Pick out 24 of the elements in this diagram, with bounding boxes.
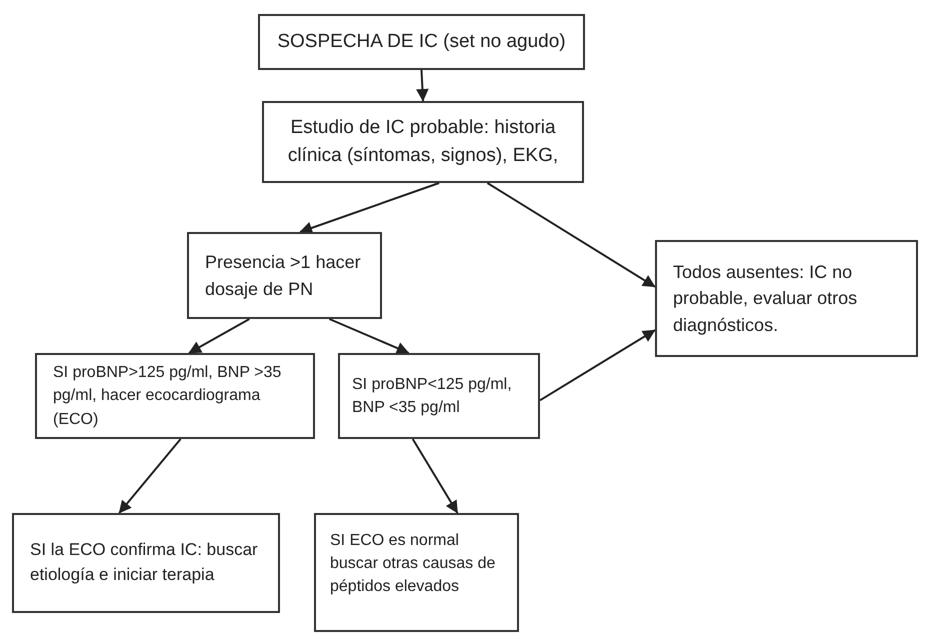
arrow — [118, 438, 182, 514]
process-box — [262, 101, 584, 183]
process-box — [655, 240, 918, 357]
box-text: Estudio de IC probable: historia clínica (síntomas, signos), EKG, — [286, 116, 560, 168]
arrow — [486, 182, 656, 288]
box-text: SI proBNP>125 pg/ml, BNP >35 pg/ml, hacer ecocardiograma (ECO) — [53, 363, 282, 430]
process-box — [35, 353, 315, 439]
arrow — [412, 438, 458, 514]
box-text: Presencia >1 hacer dosaje de PN — [205, 251, 362, 301]
box-text: SI proBNP<125 pg/ml, BNP <35 pg/ml — [352, 374, 513, 418]
box-text: Todos ausentes: IC no probable, evaluar otros diagnósticos. — [673, 261, 858, 337]
box-text: SOSPECHA DE IC (set no agudo) — [277, 30, 566, 54]
process-box — [187, 232, 382, 319]
arrow — [300, 182, 440, 234]
process-box — [314, 513, 519, 632]
arrow — [539, 329, 656, 402]
box-text: SI la ECO confirma IC: buscar etiología e iniciar terapia — [30, 539, 259, 586]
arrow — [416, 70, 429, 102]
process-box — [12, 513, 280, 613]
arrow — [328, 318, 410, 354]
process-box — [258, 14, 585, 70]
process-box — [338, 353, 540, 439]
box-text: SI ECO es normal buscar otras causas de péptidos elevados — [330, 531, 496, 598]
arrow — [188, 318, 250, 354]
